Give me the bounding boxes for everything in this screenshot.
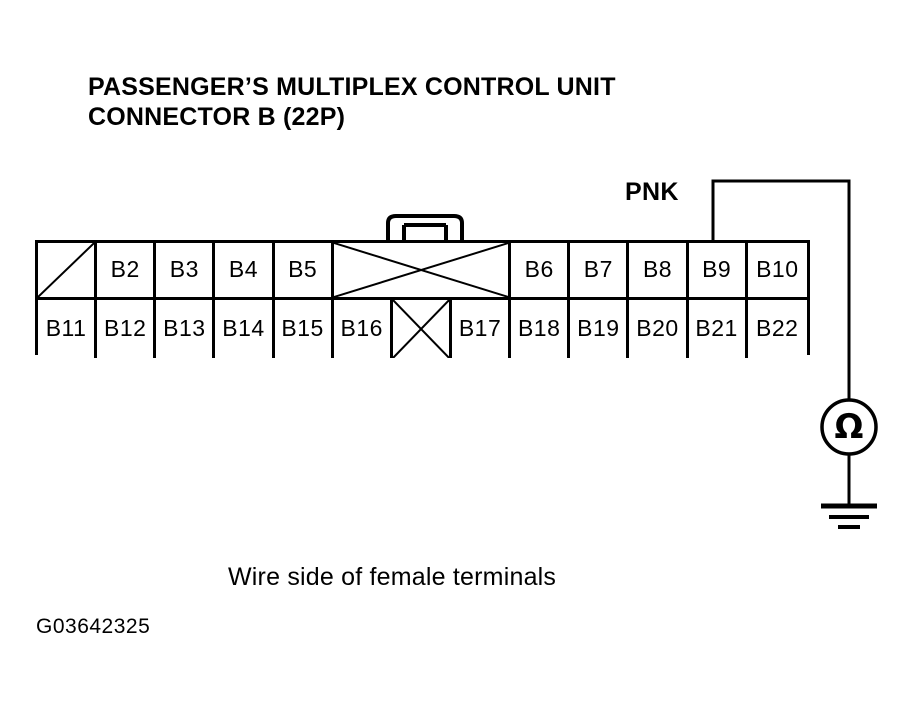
connector-pin-B21[interactable]: B21 <box>688 300 748 358</box>
pnk-wire-label: PNK <box>625 178 679 206</box>
connector-cell-unused <box>392 300 452 358</box>
ground-symbol <box>821 503 877 529</box>
connector-pin-B8[interactable]: B8 <box>629 243 689 297</box>
connector-pin-label: B21 <box>695 314 738 341</box>
connector-pin-label: B2 <box>110 255 140 282</box>
latch-icon <box>386 214 464 240</box>
connector-pin-B13[interactable]: B13 <box>156 300 216 358</box>
connector-pin-B14[interactable]: B14 <box>215 300 275 358</box>
connector-pin-B9[interactable]: B9 <box>688 243 748 297</box>
connector-pin-B20[interactable]: B20 <box>629 300 689 358</box>
page-title-line-2: CONNECTOR B (22P) <box>88 103 346 131</box>
connector-pin-label: B13 <box>163 314 206 341</box>
connector-cell-blank <box>38 243 98 297</box>
connector-pin-B3[interactable]: B3 <box>156 243 216 297</box>
connector-pin-label: B8 <box>642 255 673 282</box>
connector-pin-B18[interactable]: B18 <box>511 300 571 358</box>
connector-pin-label: B15 <box>281 314 324 341</box>
connector-pin-B5[interactable]: B5 <box>274 243 334 297</box>
connector-pin-B15[interactable]: B15 <box>274 300 334 358</box>
connector-pin-B19[interactable]: B19 <box>570 300 630 358</box>
connector-pin-B10[interactable]: B10 <box>747 243 807 297</box>
connector-top-row: B2 B3 B4 B5 B6 B7 B8 B9 B10 <box>38 243 807 300</box>
connector-pin-B7[interactable]: B7 <box>570 243 630 297</box>
connector-pin-label: B3 <box>169 255 199 282</box>
connector-latch-tab <box>378 213 472 241</box>
connector-pin-B4[interactable]: B4 <box>215 243 275 297</box>
connector-pin-label: B11 <box>45 314 87 341</box>
connector-pin-B16[interactable]: B16 <box>333 300 393 358</box>
connector-bottom-row: B11 B12 B13 B14 B15 B16 B17 B18 B19 B20 B21 B22 <box>38 300 807 358</box>
diagonal-slash-icon <box>38 243 94 297</box>
connector-cell-unused <box>333 243 512 297</box>
connector-pin-B17[interactable]: B17 <box>451 300 512 358</box>
connector-pin-label: B20 <box>636 314 679 341</box>
connector-pin-label: B14 <box>222 314 265 341</box>
connector-pin-label: B22 <box>756 314 799 341</box>
connector-pin-label: B17 <box>458 314 502 341</box>
connector-pin-B2[interactable]: B2 <box>97 243 157 297</box>
connector-pin-B22[interactable]: B22 <box>747 300 807 358</box>
cross-out-icon <box>393 300 449 358</box>
connector-pin-label: B16 <box>340 314 383 341</box>
figure-caption: Wire side of female terminals <box>228 563 557 591</box>
connector-pin-B12[interactable]: B12 <box>97 300 157 358</box>
connector-pin-label: B10 <box>756 255 799 282</box>
connector-pin-label: B19 <box>577 314 620 341</box>
connector-pin-label: B4 <box>228 255 259 282</box>
connector-pin-label: B12 <box>103 314 147 341</box>
connector-pin-label: B5 <box>288 255 318 282</box>
connector-pin-label: B18 <box>517 314 561 341</box>
connector-pin-label: B6 <box>524 255 554 282</box>
connector-pin-label: B7 <box>583 255 613 282</box>
connector-pin-label: B9 <box>702 255 732 282</box>
page-title: PASSENGER’S MULTIPLEX CONTROL UNIT CONNE… <box>88 72 828 132</box>
page-title-line-1: PASSENGER’S MULTIPLEX CONTROL UNIT <box>88 73 616 101</box>
cross-out-icon <box>334 243 508 297</box>
figure-code: G03642325 <box>36 615 151 638</box>
connector-pin-B6[interactable]: B6 <box>511 243 571 297</box>
ohm-symbol-glyph: Ω <box>834 407 864 447</box>
connector-pin-B11[interactable]: B11 <box>38 300 98 358</box>
